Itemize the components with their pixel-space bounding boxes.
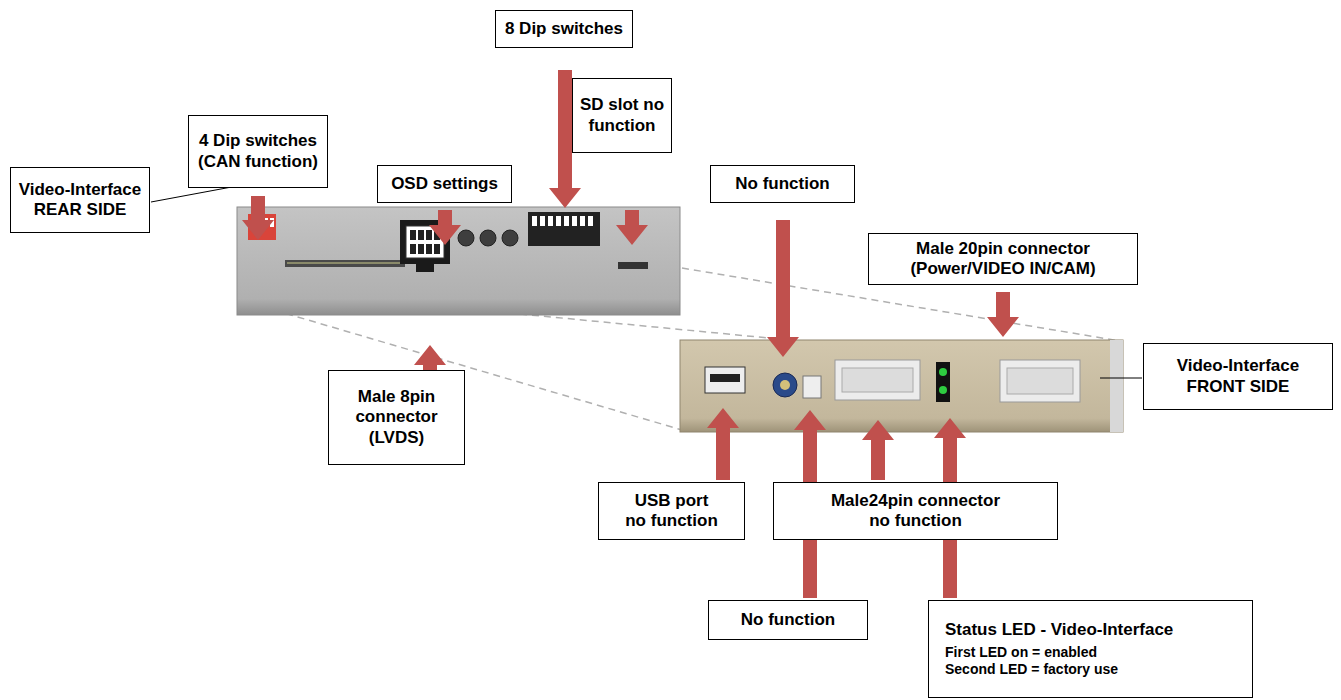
callout-box: USB port no function	[598, 482, 745, 540]
led-block	[936, 362, 950, 402]
switch-lever	[564, 216, 569, 226]
callout-text: Status LED - Video-Interface	[945, 620, 1173, 640]
connector-pin	[410, 244, 416, 254]
callout-text: Male24pin connector no function	[826, 491, 1006, 532]
housing-edge	[1110, 340, 1123, 432]
switch-lever	[532, 216, 537, 226]
leader-line	[1100, 378, 1142, 379]
connector-face	[1007, 368, 1073, 394]
callout-text: Video-Interface FRONT SIDE	[1173, 356, 1303, 397]
connector-20pin	[1000, 360, 1080, 402]
usb-tongue	[710, 374, 740, 382]
projection-line	[520, 314, 800, 341]
pointer-arrow	[242, 196, 274, 240]
callout-box: No function	[708, 600, 868, 640]
connector-24pin	[835, 360, 920, 400]
callout-box: Male 20pin connector (Power/VIDEO IN/CAM…	[868, 233, 1138, 285]
osd-button	[458, 230, 474, 246]
pointer-arrow	[862, 420, 894, 480]
connector-pin	[418, 230, 424, 240]
connector-core	[780, 380, 790, 390]
callout-box: Status LED - Video-InterfaceFirst LED on…	[928, 600, 1253, 698]
switch-lever	[548, 216, 553, 226]
callout-text: 4 Dip switches (CAN function)	[193, 131, 323, 172]
callout-text: USB port no function	[624, 491, 720, 532]
switch-lever	[588, 216, 593, 226]
connector-face	[842, 368, 913, 392]
pointer-arrow	[987, 292, 1019, 337]
switch-lever	[572, 216, 577, 226]
connector-pin	[426, 230, 432, 240]
round-connector	[773, 373, 797, 397]
callout-text: OSD settings	[391, 174, 498, 194]
pointer-arrow	[767, 220, 799, 357]
callout-text: Video-Interface REAR SIDE	[15, 180, 145, 221]
callout-box: 8 Dip switches	[495, 10, 633, 48]
callout-box: No function	[710, 165, 855, 203]
callout-box: Video-Interface FRONT SIDE	[1143, 343, 1333, 410]
pointer-arrow	[616, 210, 648, 245]
callout-text: No function	[741, 610, 835, 630]
callout-box: Male24pin connector no function	[773, 482, 1058, 540]
small-connector	[803, 376, 821, 398]
status-led	[939, 386, 947, 394]
note-text: Second LED = factory use	[945, 661, 1118, 678]
pointer-arrow	[707, 408, 739, 480]
rear-housing	[237, 207, 680, 315]
callout-text: No function	[735, 174, 829, 194]
leader-line	[151, 186, 237, 202]
switch-lever	[540, 216, 545, 226]
callout-text: 8 Dip switches	[505, 19, 623, 39]
front-housing	[680, 340, 1123, 432]
note-text: First LED on = enabled	[945, 644, 1097, 661]
dip-switch-block	[528, 212, 600, 246]
osd-button	[480, 230, 496, 246]
connector-tab	[416, 264, 434, 272]
callout-box: Male 8pin connector (LVDS)	[328, 370, 465, 465]
card-slot	[285, 260, 405, 267]
connector-pin	[426, 244, 432, 254]
switch-lever	[556, 216, 561, 226]
switch-lever	[580, 216, 585, 226]
status-led	[939, 368, 947, 376]
connector-pin	[410, 230, 416, 240]
callout-box: SD slot no function	[572, 78, 672, 153]
callout-box: 4 Dip switches (CAN function)	[188, 115, 328, 188]
connector-pin	[418, 244, 424, 254]
callout-text: SD slot no function	[580, 95, 665, 136]
callout-text: Male 8pin connector (LVDS)	[337, 387, 457, 448]
callout-text: Male 20pin connector (Power/VIDEO IN/CAM…	[903, 239, 1103, 280]
connector-pin	[434, 244, 440, 254]
sd-slot	[618, 262, 648, 269]
callout-box: OSD settings	[377, 165, 512, 203]
pointer-arrow	[414, 345, 446, 372]
usb-port	[705, 367, 745, 393]
pointer-arrow	[429, 210, 461, 245]
callout-box: Video-Interface REAR SIDE	[10, 167, 150, 233]
osd-button	[502, 230, 518, 246]
card-slot-edge	[287, 262, 403, 264]
